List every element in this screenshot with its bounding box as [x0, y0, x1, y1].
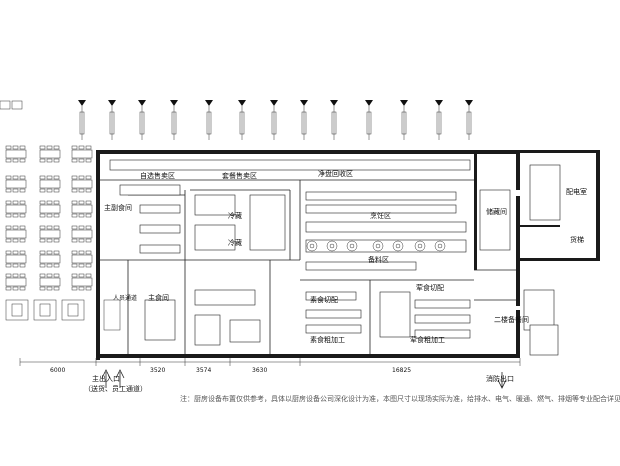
dining-table: [5, 250, 27, 268]
exhaust-arrow: [78, 100, 86, 140]
dining-table: [71, 273, 93, 291]
equipment: [109, 159, 561, 356]
stove-burner: [434, 240, 446, 252]
dining-table: [71, 145, 93, 163]
dining-table: [71, 200, 93, 218]
footnote: 注：厨房设备布置仅供参考，具体以厨房设备公司深化设计为准，本图尺寸以现场实际为准…: [180, 395, 620, 403]
label-cold-1: 冷藏: [228, 211, 242, 220]
stove-burner: [346, 240, 358, 252]
exit-labels: 主出入口 （送货、员工通道） 消防出口: [84, 374, 514, 393]
label-staff-room: 主副食间: [104, 203, 132, 212]
exhaust-arrow: [330, 100, 338, 140]
label-stock-area: 备料区: [368, 255, 389, 264]
vent-block: [11, 100, 23, 110]
label-staff-room-text: 主副食间: [104, 203, 132, 212]
dim-3: 3574: [196, 367, 211, 374]
room-labels: 自选售卖区 套餐售卖区 净盘回收区 烹饪区 备料区 冷藏 冷藏 素食切配 荤食切…: [104, 169, 587, 344]
dining-table: [39, 225, 61, 243]
vent-block: [0, 100, 11, 110]
stove-burner: [414, 240, 426, 252]
exhaust-arrow: [170, 100, 178, 140]
label-cooking-area: 烹饪区: [370, 211, 391, 220]
dining-table: [5, 299, 29, 321]
stove-burner: [326, 240, 338, 252]
exhaust-arrows: [0, 100, 473, 140]
exhaust-arrow: [435, 100, 443, 140]
label-top-mid-area: 套餐售卖区: [222, 171, 257, 180]
dining-tables: [5, 145, 93, 321]
dining-table: [71, 225, 93, 243]
label-entrance-main: 主出入口: [92, 374, 120, 383]
label-main-food: 主食间: [148, 293, 169, 302]
label-dish-cleaning: 净盘回收区: [318, 169, 353, 178]
dining-table: [5, 273, 27, 291]
dining-table: [39, 250, 61, 268]
stove-burner: [392, 240, 404, 252]
label-entrance-corridor: 人员通道: [113, 294, 137, 302]
dining-table: [5, 225, 27, 243]
dining-table: [71, 250, 93, 268]
dining-table: [5, 145, 27, 163]
exhaust-arrow: [400, 100, 408, 140]
exhaust-arrow: [138, 100, 146, 140]
stove-rings: [306, 240, 446, 252]
stove-burner: [306, 240, 318, 252]
entrance-arrows: [101, 369, 507, 389]
exhaust-arrow: [108, 100, 116, 140]
label-top-left-area: 自选售卖区: [140, 171, 175, 180]
label-storage: 储藏间: [486, 207, 507, 216]
dining-table: [61, 299, 85, 321]
dimension-line: [19, 358, 521, 366]
dim-2: 3520: [150, 367, 165, 374]
dimension-labels: 6000 3520 3574 3630 16825: [50, 367, 411, 374]
label-second-dining: 二楼备餐间: [494, 315, 529, 324]
dining-table: [39, 273, 61, 291]
label-cold-2: 冷藏: [228, 238, 242, 247]
label-veg-prep: 素食切配: [310, 295, 338, 304]
exhaust-arrow: [205, 100, 213, 140]
dim-1: 6000: [50, 367, 65, 374]
dining-table: [39, 175, 61, 193]
dim-4: 3630: [252, 367, 267, 374]
dining-table: [39, 200, 61, 218]
exhaust-arrow: [465, 100, 473, 140]
dining-table: [5, 200, 27, 218]
partitions: [100, 179, 516, 354]
exhaust-arrow: [238, 100, 246, 140]
exhaust-arrow: [365, 100, 373, 140]
exhaust-arrow: [300, 100, 308, 140]
label-veg-rough: 素食粗加工: [310, 335, 345, 344]
outer-walls: [96, 150, 600, 360]
dining-table: [39, 145, 61, 163]
dining-table: [33, 299, 57, 321]
dim-5: 16825: [392, 367, 411, 374]
exhaust-arrow: [270, 100, 278, 140]
label-fire-exit: 消防出口: [486, 374, 514, 383]
dining-table: [71, 175, 93, 193]
label-power-room: 配电室: [566, 187, 587, 196]
dining-table: [5, 175, 27, 193]
label-stair: 货梯: [570, 235, 584, 244]
stove-burner: [372, 240, 384, 252]
label-entrance-sub: （送货、员工通道）: [84, 384, 147, 393]
label-meat-prep: 荤食切配: [416, 283, 444, 292]
label-meat-rough: 荤食粗加工: [410, 335, 445, 344]
